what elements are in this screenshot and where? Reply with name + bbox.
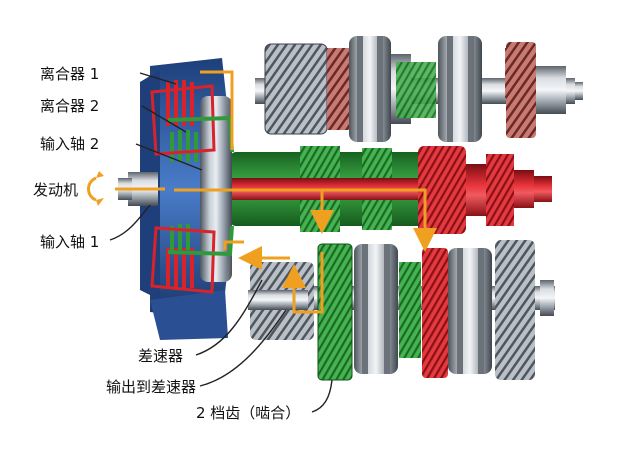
lower-layshaft xyxy=(248,240,555,381)
power-flow-path xyxy=(115,70,437,314)
label-engine: 发动机 xyxy=(33,181,79,199)
dual-clutch-pack xyxy=(118,58,234,340)
label-differential: 差速器 xyxy=(138,347,184,365)
label-input-shaft-2: 输入轴 2 xyxy=(40,135,100,153)
label-input-shaft-1: 输入轴 1 xyxy=(40,233,100,251)
label-clutch-1: 离合器 1 xyxy=(40,65,100,83)
label-clutch-2: 离合器 2 xyxy=(40,97,100,115)
upper-layshaft xyxy=(255,36,583,142)
label-output-to-differential: 输出到差速器 xyxy=(106,378,197,396)
label-2nd-gear-engaged: 2 档齿（啮合） xyxy=(196,404,301,422)
leader-lines xyxy=(109,72,333,413)
engine-rotation-icon xyxy=(87,171,104,206)
